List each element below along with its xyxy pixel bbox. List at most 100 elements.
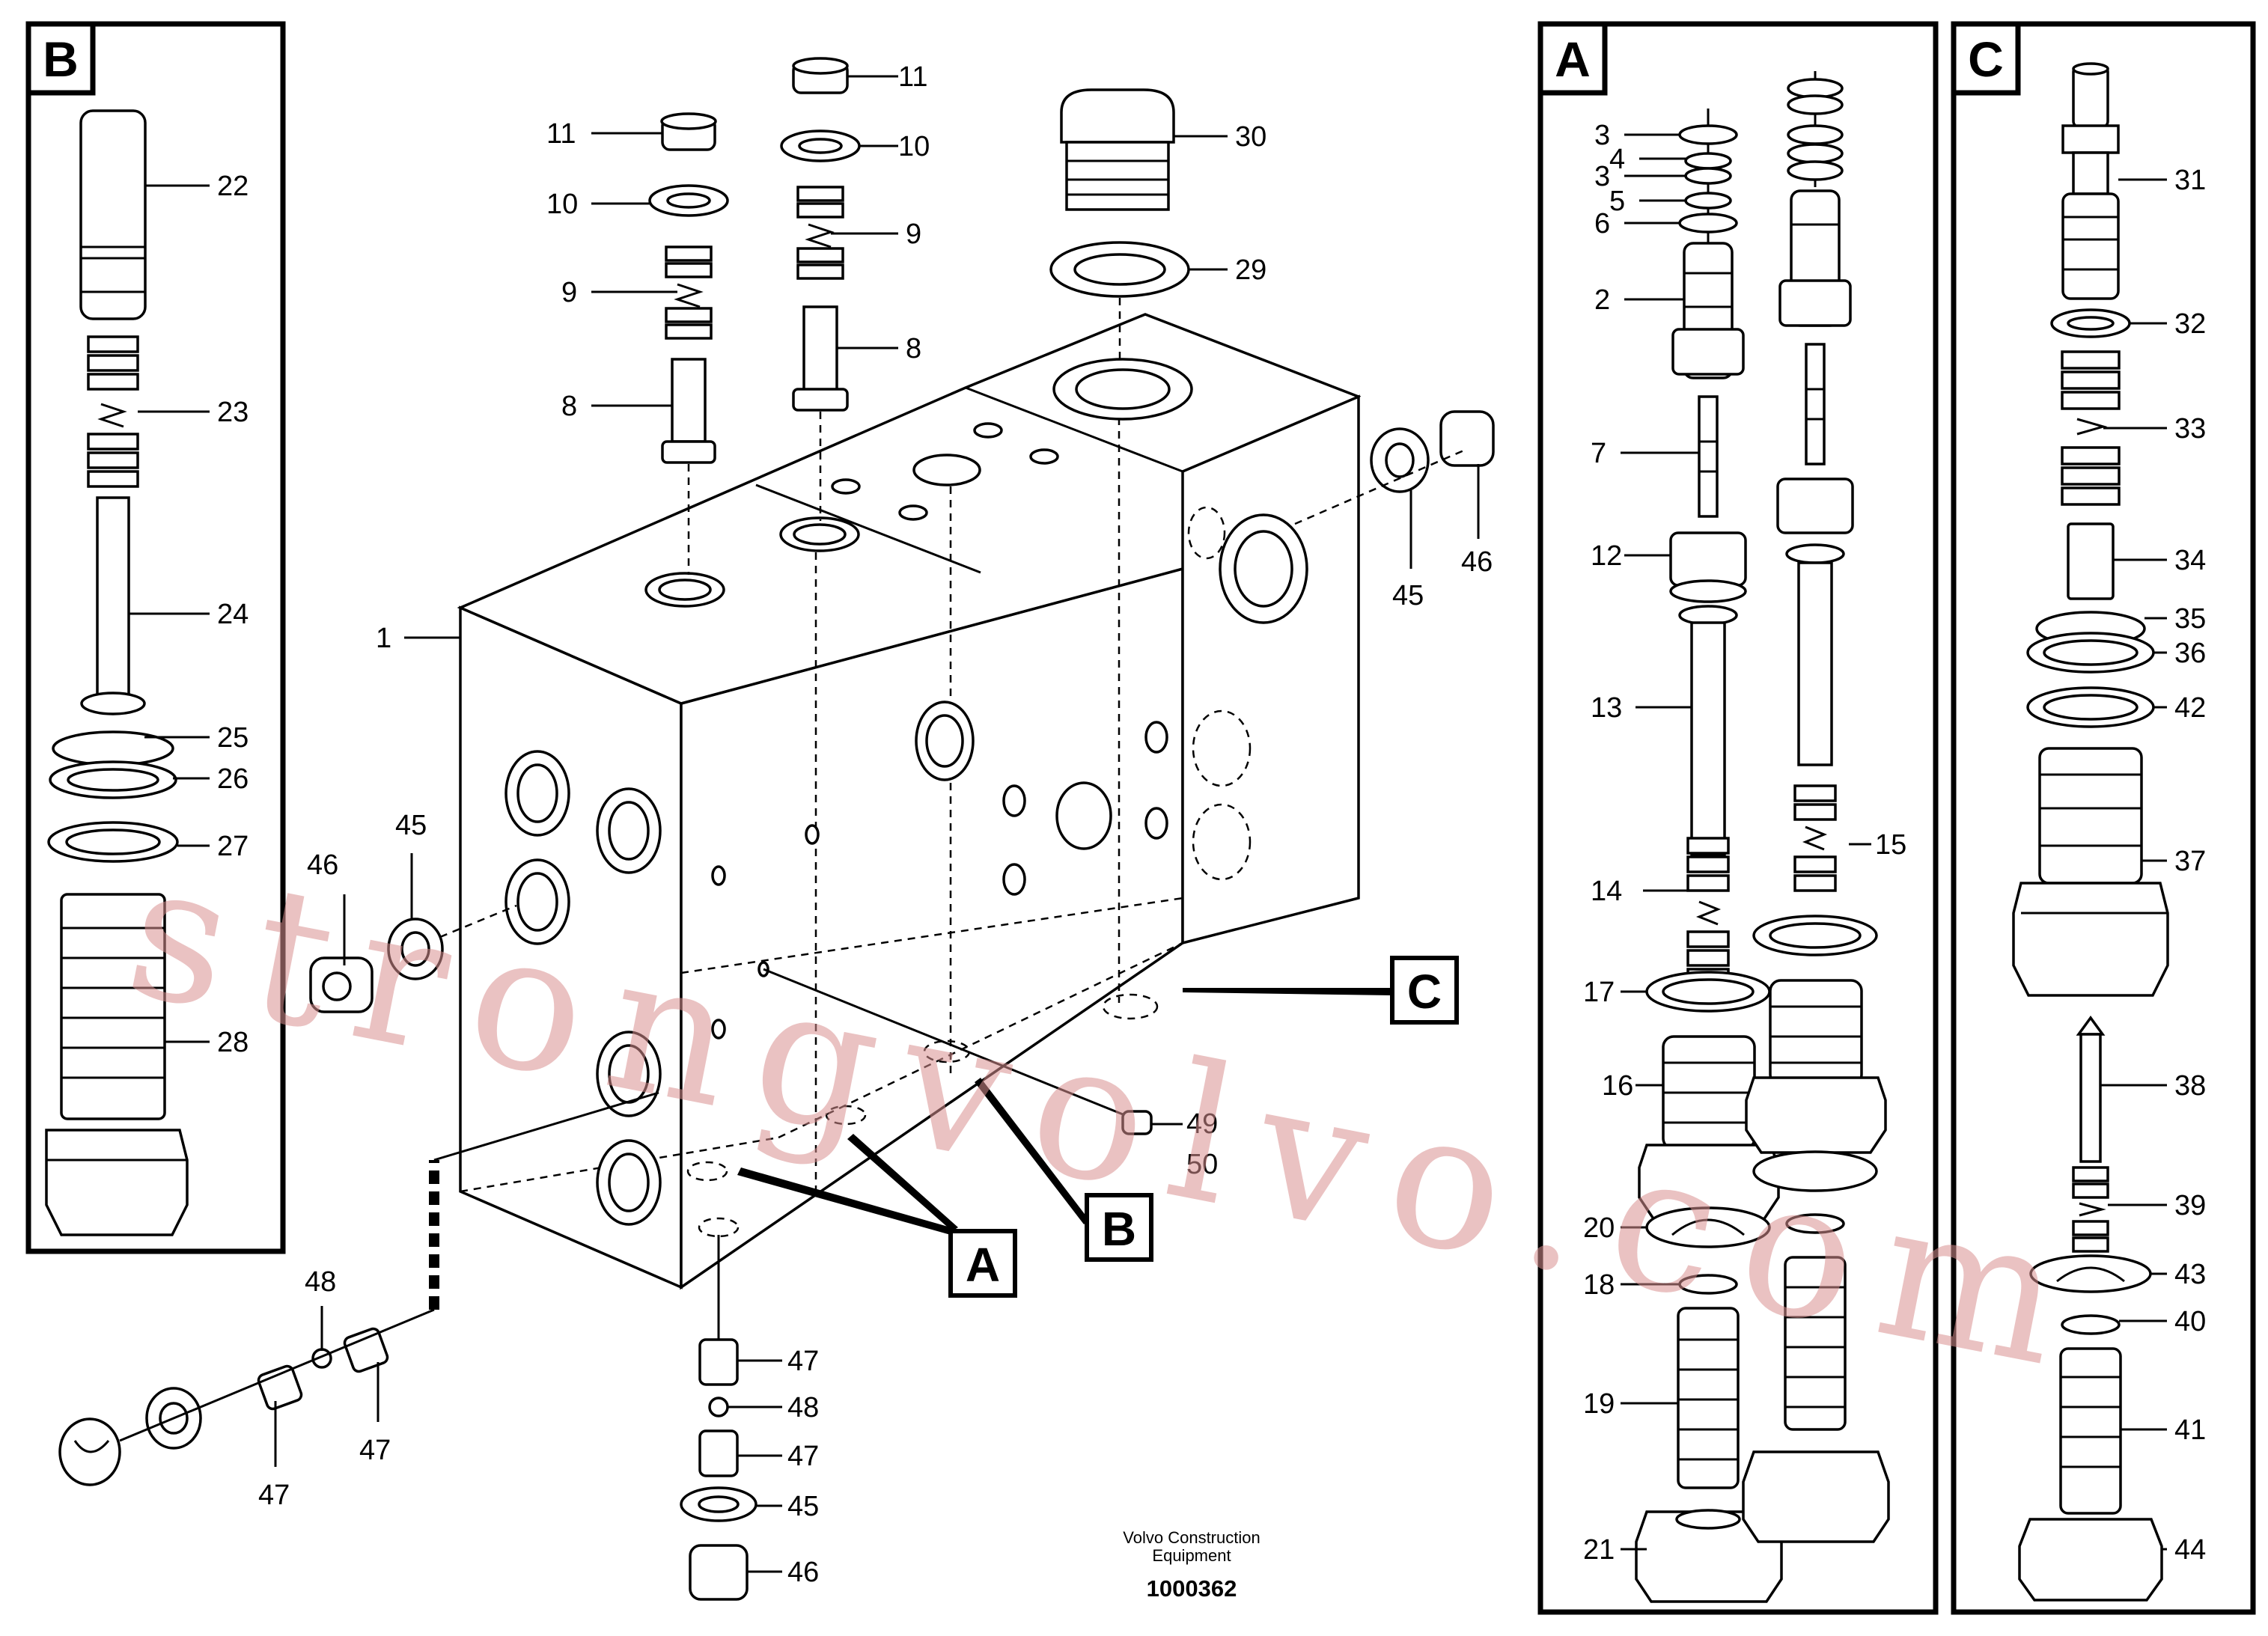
main-right-port-plug [1294,410,1495,525]
panel-a-leaders [1621,133,1871,1551]
callout-b-box [1085,1193,1153,1262]
main-bottom-left-assembly [58,1091,659,1486]
label-25: 25 [217,722,249,754]
label-3-a: 3 [1594,120,1610,151]
panel-a-frame [1537,21,1939,1615]
label-9-left: 9 [561,277,577,308]
label-17: 17 [1583,977,1615,1008]
label-11-middle: 11 [898,61,927,93]
panel-a-letter: A [1555,31,1591,87]
main-left-port-plug [309,904,517,1013]
valve-block [457,313,1362,1290]
label-35: 35 [2174,603,2206,635]
label-3-b: 3 [1594,161,1610,192]
label-45-right: 45 [1392,580,1424,611]
label-6: 6 [1594,208,1610,239]
caption-line-1: Volvo Construction [1123,1528,1260,1547]
label-38: 38 [2174,1070,2206,1102]
label-19: 19 [1583,1388,1615,1420]
callout-c: C [1407,965,1442,1019]
label-15: 15 [1875,829,1906,861]
label-36: 36 [2174,638,2206,669]
label-32: 32 [2174,308,2206,340]
panel-a-letter-box [1537,21,1608,96]
main-bottom-stack [680,1235,757,1601]
label-50: 50 [1186,1149,1218,1180]
label-27: 27 [217,831,249,862]
label-11-left: 11 [546,118,576,150]
label-46-left: 46 [307,849,338,881]
label-8-left: 8 [561,391,577,422]
main-large-plug [1049,88,1190,359]
main-small-plug [763,968,1153,1135]
label-37: 37 [2174,846,2206,877]
label-30: 30 [1235,121,1266,153]
label-21: 21 [1583,1534,1615,1566]
label-14: 14 [1591,876,1622,907]
label-8-middle: 8 [906,333,921,364]
panel-c-letter-box [1951,21,2021,96]
drawing-number: 1000362 [1147,1575,1237,1602]
panel-c-letter: C [1968,31,2004,87]
panel-b-frame [25,21,286,1254]
callout-b: B [1102,1202,1136,1256]
label-46-right: 46 [1461,546,1493,578]
panel-c-frame [1951,21,2256,1615]
callout-pointers [737,988,1392,1235]
main-leaders [274,75,1480,1573]
label-10-left: 10 [546,189,578,220]
label-29: 29 [1235,254,1266,286]
label-49: 49 [1186,1108,1218,1140]
label-4: 4 [1609,144,1625,175]
panel-c-stack [2012,62,2169,1602]
label-24: 24 [217,599,249,630]
label-47-a: 47 [258,1480,290,1511]
label-33: 33 [2174,413,2206,445]
panel-b-leaders [129,184,210,1043]
panel-a-left-stack [1635,109,1783,1603]
label-43: 43 [2174,1259,2206,1290]
main-left-plug-stack [648,112,729,575]
label-47-d: 47 [787,1441,819,1472]
label-31: 31 [2174,165,2206,196]
label-41: 41 [2174,1414,2206,1446]
main-middle-plug-stack [780,57,861,521]
label-26: 26 [217,763,249,795]
label-13: 13 [1591,692,1622,724]
label-40: 40 [2174,1306,2206,1337]
panel-c-leaders [2100,178,2167,1551]
label-46-bottom: 46 [787,1557,819,1588]
label-45-bottom: 45 [787,1491,819,1522]
panel-a-right-stack [1742,71,1890,1543]
label-2: 2 [1594,284,1610,316]
callout-a: A [966,1238,1000,1292]
label-10-middle: 10 [898,131,930,162]
label-23: 23 [217,397,249,428]
label-22: 22 [217,171,249,202]
label-48-a: 48 [305,1266,336,1298]
panel-b-letter-box [25,21,96,96]
label-7: 7 [1591,438,1606,469]
label-42: 42 [2174,692,2206,724]
label-28: 28 [217,1027,249,1058]
caption-line-2: Equipment [1152,1546,1231,1565]
label-18: 18 [1583,1269,1615,1301]
label-5: 5 [1609,186,1625,217]
label-9-middle: 9 [906,219,921,250]
label-44: 44 [2174,1534,2206,1566]
callout-c-box [1390,956,1459,1025]
label-47-b: 47 [359,1435,391,1466]
label-48-b: 48 [787,1392,819,1423]
label-16: 16 [1602,1070,1633,1102]
label-34: 34 [2174,545,2206,576]
label-47-c: 47 [787,1346,819,1377]
callout-a-box [948,1229,1017,1298]
panel-b-letter: B [43,31,79,87]
label-12: 12 [1591,540,1622,572]
label-39: 39 [2174,1190,2206,1221]
label-20: 20 [1583,1212,1615,1244]
panel-b-parts [45,109,189,1236]
label-1: 1 [376,623,391,654]
label-45-left: 45 [395,810,427,841]
